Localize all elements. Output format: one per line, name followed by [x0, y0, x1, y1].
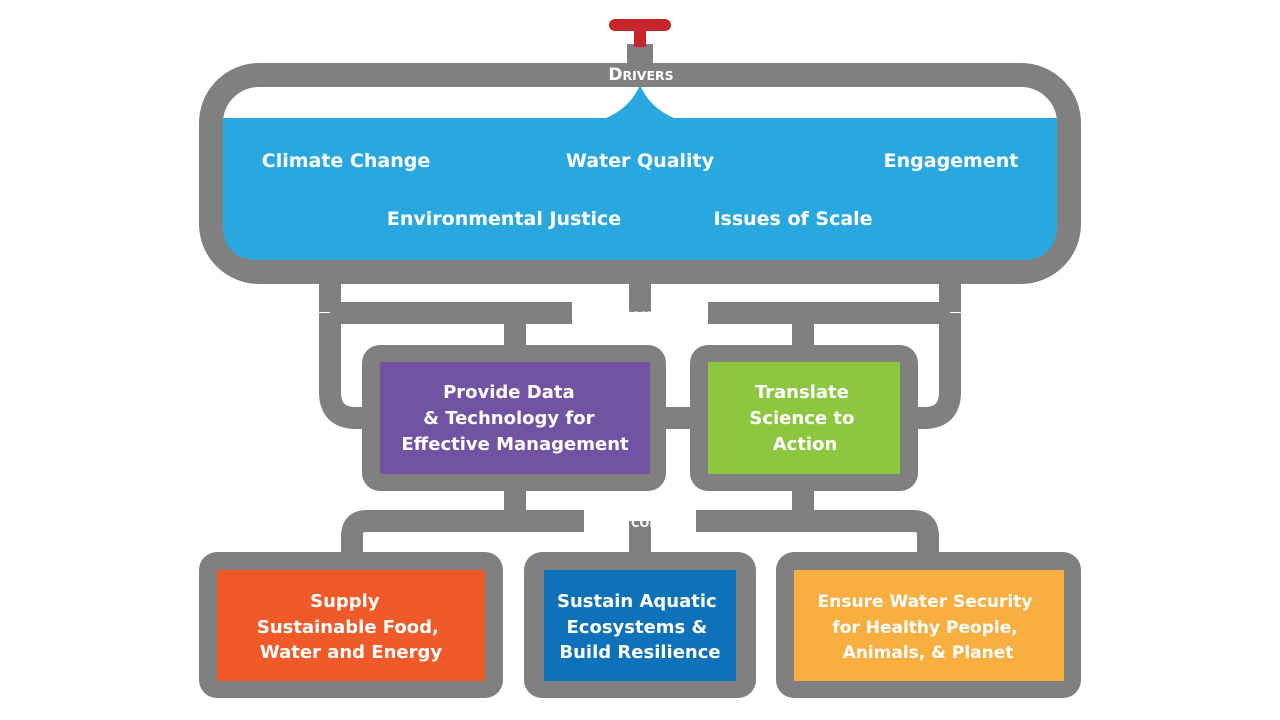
outcome-food-line-1: Supply: [310, 591, 380, 612]
application-data-line-3: Effective Management: [401, 434, 629, 455]
application-action-line-3: Action: [773, 434, 838, 455]
pipe-network: [319, 282, 961, 557]
svg-text:Supply Sustainable Food,: Supply Sustainable Food, Water and Energ…: [257, 591, 445, 663]
svg-text:Translate Science to: Translate Science to Action: [749, 382, 860, 455]
outcome-box-food: Supply Sustainable Food, Water and Energ…: [199, 552, 503, 698]
svg-text:Provide Data & Technolog: Provide Data & Technology for Effective …: [401, 382, 629, 455]
driver-engagement: Engagement: [884, 150, 1019, 172]
svg-text:Sustain Aquatic Ecosyste: Sustain Aquatic Ecosystems & Build Resil…: [557, 591, 723, 663]
application-box-action: Translate Science to Action: [690, 345, 918, 491]
drivers-initial: D: [608, 65, 622, 85]
svg-text:Ensure Water Security fo: Ensure Water Security for Healthy People…: [818, 592, 1039, 663]
application-action-line-1: Translate: [755, 382, 849, 403]
outcome-food-line-3: Water and Energy: [260, 642, 443, 663]
driver-issues-of-scale: Issues of Scale: [713, 208, 872, 230]
outcome-security-line-2: for Healthy People,: [832, 618, 1017, 638]
outcome-eco-line-1: Sustain Aquatic: [557, 591, 717, 612]
application-data-line-1: Provide Data: [443, 382, 575, 403]
outcome-eco-line-3: Build Resilience: [559, 642, 720, 663]
outcome-security-line-1: Ensure Water Security: [818, 592, 1033, 612]
application-box-data: Provide Data & Technology for Effective …: [362, 345, 666, 491]
water-body: [223, 85, 1057, 260]
outcome-food-line-2: Sustainable Food,: [257, 617, 439, 638]
driver-climate-change: Climate Change: [262, 150, 430, 172]
drivers-rest: RIVERS: [623, 68, 674, 83]
outcome-eco-line-2: Ecosystems &: [566, 617, 707, 638]
outcome-security-line-3: Animals, & Planet: [843, 643, 1014, 663]
application-action-line-2: Science to: [749, 408, 854, 429]
section-label-applications: APPLICATIONS: [591, 306, 687, 324]
drivers-tank: [199, 63, 1081, 284]
section-label-drivers: DRIVERS: [608, 65, 673, 85]
application-data-line-2: & Technology for: [423, 408, 594, 429]
outcome-box-security: Ensure Water Security for Healthy People…: [776, 552, 1081, 698]
driver-water-quality: Water Quality: [566, 150, 715, 172]
driver-environmental-justice: Environmental Justice: [387, 208, 621, 230]
outcome-box-ecosystems: Sustain Aquatic Ecosystems & Build Resil…: [524, 552, 756, 698]
section-label-outcomes: OUTCOMES: [601, 513, 677, 531]
